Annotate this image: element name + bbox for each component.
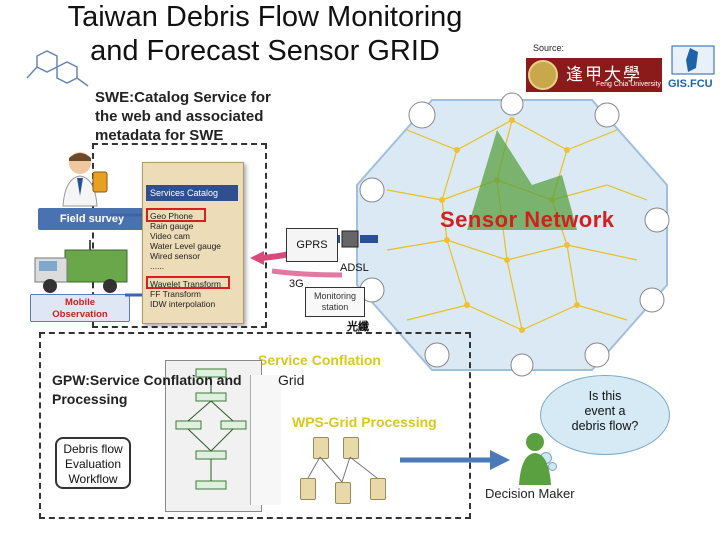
gprs-node: GPRS — [286, 228, 338, 262]
catalog-item-wavelet-transform: Wavelet Transform — [150, 279, 222, 289]
gpw-heading: GPW:Service Conflation and Processing — [52, 371, 242, 409]
to-decision-arrow — [400, 450, 510, 470]
debris-line-3: Workflow — [68, 472, 118, 486]
adsl-label: ADSL — [340, 262, 369, 274]
server-icon — [370, 478, 386, 500]
swe-dashed-frame — [92, 143, 267, 328]
3g-label: 3G — [289, 278, 304, 290]
field-surveyor-icon — [62, 152, 108, 207]
service-conflation-label: Service Conflation — [258, 352, 381, 368]
monitoring-line-2: station — [321, 302, 349, 312]
workflow-toolbox-panel — [250, 375, 281, 505]
grid-label: Grid — [278, 372, 305, 388]
fcu-name-en: Feng Chia University — [596, 81, 661, 88]
monitoring-station-box: Monitoring station — [305, 287, 365, 317]
workflow-screenshot-panel — [165, 360, 262, 512]
mobile-obs-line-1: Mobile — [64, 297, 96, 308]
server-icon — [300, 478, 316, 500]
server-icon — [335, 482, 351, 504]
decision-maker-person-icon — [519, 433, 551, 485]
catalog-item-ellipsis: ...... — [150, 261, 165, 271]
page-title: Taiwan Debris Flow Monitoring and Foreca… — [20, 0, 510, 68]
source-label: Source: — [533, 43, 565, 53]
gis-fcu-logo: GIS.FCU — [668, 42, 718, 94]
catalog-item-geo-phone: Geo Phone — [150, 211, 194, 221]
decision-maker-label: Decision Maker — [485, 486, 575, 501]
bubble-line-2: event a — [584, 404, 626, 418]
catalog-item-video-cam: Video cam — [150, 231, 191, 241]
taiwan-map-icon — [671, 45, 715, 75]
gpw-line-1: GPW:Service Conflation and — [52, 372, 242, 388]
debris-line-2: Evaluation — [64, 457, 122, 471]
mobile-truck-icon — [34, 240, 128, 293]
swe-line-2: the web and associated — [95, 108, 264, 125]
title-line-1: Taiwan Debris Flow Monitoring — [67, 1, 463, 33]
server-icon — [343, 437, 359, 459]
fiber-label: 光纖 — [347, 321, 369, 333]
catalog-item-wired-sensor: Wired sensor — [150, 251, 201, 261]
catalog-item-ff-transform: FF Transform — [150, 289, 202, 299]
debris-flow-workflow-box: Debris flow Evaluation Workflow — [55, 437, 131, 489]
mobile-observation-label: Mobile Observation — [30, 294, 130, 322]
swe-line-1: SWE:Catalog Service for — [95, 89, 271, 106]
catalog-item-idw-interpolation: IDW interpolation — [150, 299, 216, 309]
server-links — [307, 456, 378, 483]
swe-line-3: metadata for SWE — [95, 127, 224, 144]
gpw-line-2: Processing — [52, 391, 128, 407]
fcu-logo: 逢甲大學 Feng Chia University — [526, 58, 662, 92]
catalog-item-rain-gauge: Rain gauge — [150, 221, 194, 231]
mobile-obs-line-2: Observation — [52, 309, 108, 320]
molecule-decoration-icon — [26, 50, 89, 87]
catalog-transform-highlight — [146, 276, 230, 289]
services-catalog-title: Services Catalog — [146, 185, 238, 201]
fcu-name-cn: 逢甲大學 — [566, 65, 642, 85]
gpw-dashed-frame — [39, 332, 471, 519]
bubble-line-1: Is this — [588, 389, 622, 403]
bubble-dot — [548, 462, 557, 471]
sensor-network-label: Sensor Network — [440, 207, 615, 232]
workflow-diagram — [175, 368, 247, 490]
sensor-network-ring — [356, 92, 670, 377]
gis-logo-text: GIS.FCU — [668, 78, 713, 90]
catalog-item-water-level-gauge: Water Level gauge — [150, 241, 222, 251]
swe-heading: SWE:Catalog Service for the web and asso… — [95, 88, 275, 148]
monitoring-line-1: Monitoring — [313, 291, 357, 301]
debris-line-1: Debris flow — [63, 442, 123, 456]
title-line-2: and Forecast Sensor GRID — [90, 35, 440, 67]
thought-bubble: Is this event a debris flow? — [540, 375, 670, 455]
fcu-seal-icon — [528, 60, 558, 90]
catalog-sensor-highlight — [146, 208, 206, 222]
bubble-line-3: debris flow? — [571, 419, 639, 433]
wps-grid-processing-label: WPS-Grid Processing — [292, 414, 437, 430]
